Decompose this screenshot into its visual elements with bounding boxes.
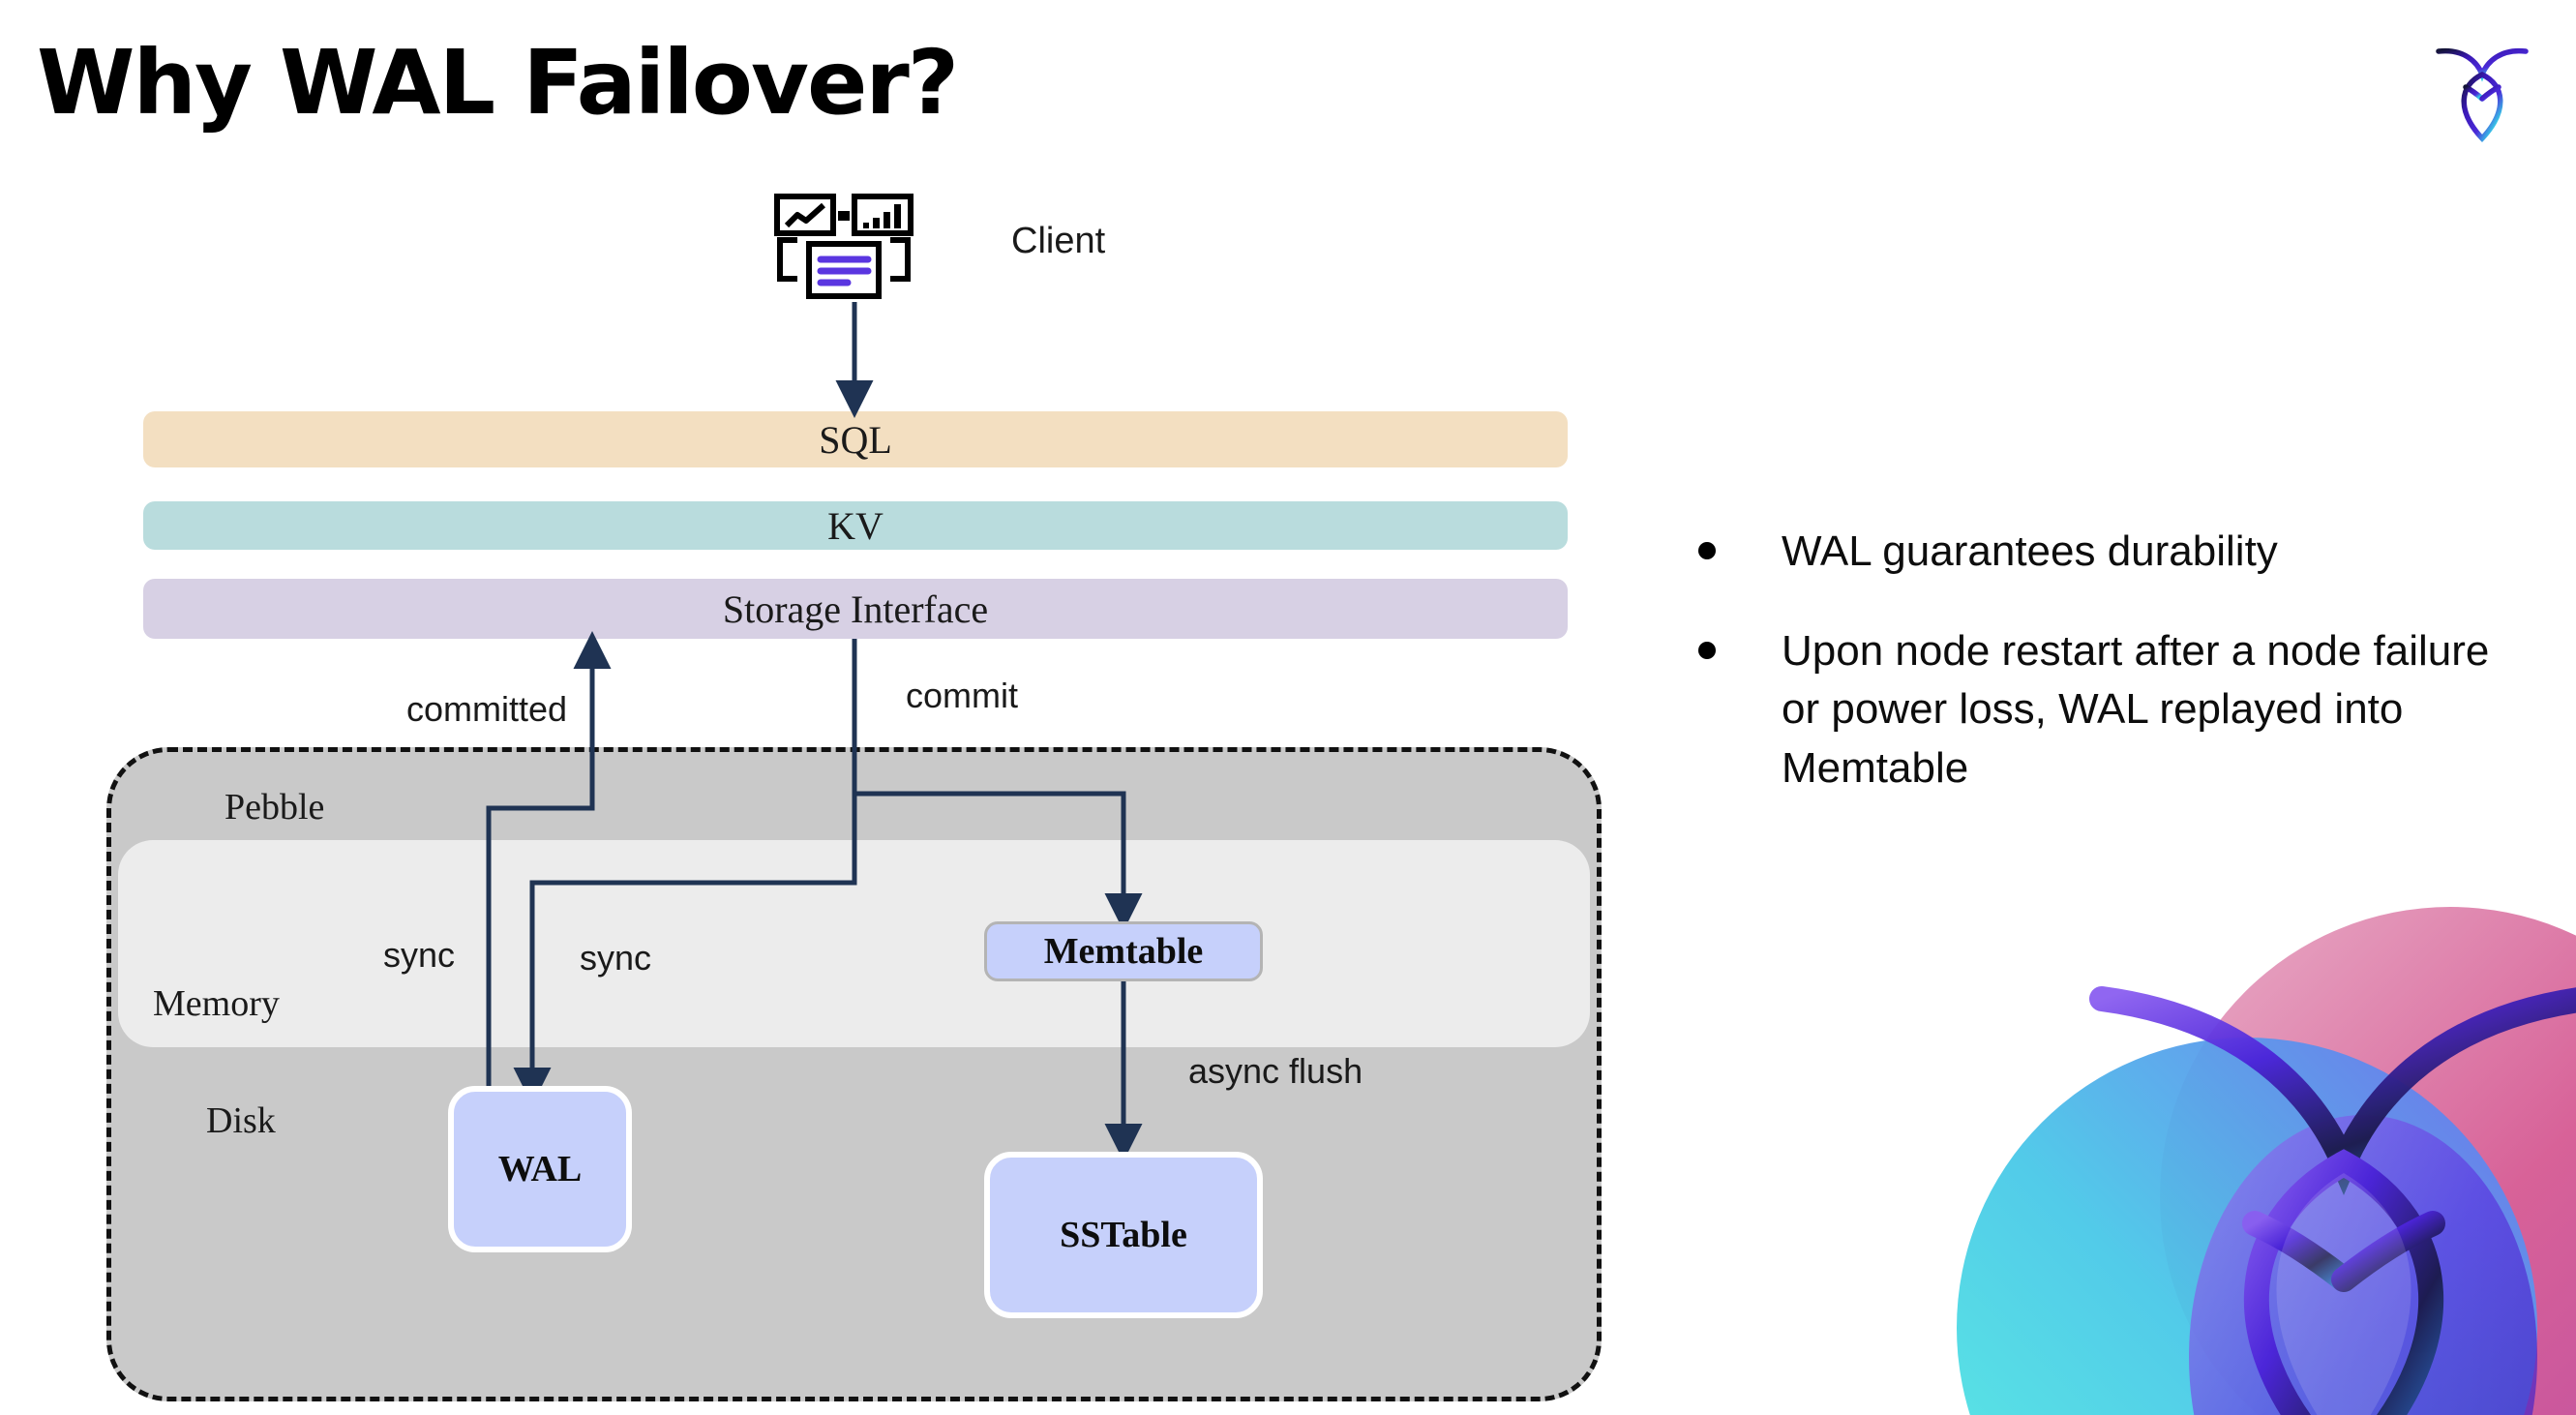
layer-bar-kv: KV [143, 501, 1568, 550]
node-label-sstable: SSTable [1060, 1215, 1187, 1255]
client-dashboard-icon [774, 194, 914, 299]
decorative-logo-artwork [1957, 907, 2576, 1415]
node-label-wal: WAL [497, 1149, 583, 1189]
bullet-list: WAL guarantees durability Upon node rest… [1698, 523, 2531, 839]
bullet-text: Upon node restart after a node failure o… [1782, 626, 2490, 793]
bullet-dot-icon [1698, 641, 1716, 659]
node-memtable: Memtable [984, 921, 1263, 981]
layer-label-storage: Storage Interface [722, 587, 989, 631]
memory-label: Memory [153, 983, 280, 1024]
layer-label-sql: SQL [819, 417, 892, 462]
list-item: WAL guarantees durability [1698, 523, 2531, 582]
memory-band [118, 840, 1590, 1047]
edge-label-sync-1: sync [383, 935, 456, 975]
page-title: Why WAL Failover? [37, 31, 959, 135]
layer-label-kv: KV [827, 503, 884, 548]
cockroachdb-logo-icon [2436, 47, 2529, 143]
disk-label: Disk [206, 1100, 276, 1141]
bullet-text: WAL guarantees durability [1782, 527, 2278, 575]
node-wal: WAL [448, 1086, 632, 1252]
pebble-label: Pebble [225, 787, 325, 828]
bullet-dot-icon [1698, 542, 1716, 559]
edge-label-async-flush: async flush [1188, 1051, 1363, 1091]
edge-label-sync-2: sync [580, 938, 652, 978]
node-sstable: SSTable [984, 1152, 1263, 1318]
edge-label-committed: committed [406, 689, 568, 729]
node-label-memtable: Memtable [1043, 931, 1204, 972]
layer-bar-storage: Storage Interface [143, 579, 1568, 639]
list-item: Upon node restart after a node failure o… [1698, 622, 2531, 798]
edge-label-commit: commit [906, 676, 1018, 715]
layer-bar-sql: SQL [143, 411, 1568, 467]
client-label: Client [1011, 221, 1106, 261]
